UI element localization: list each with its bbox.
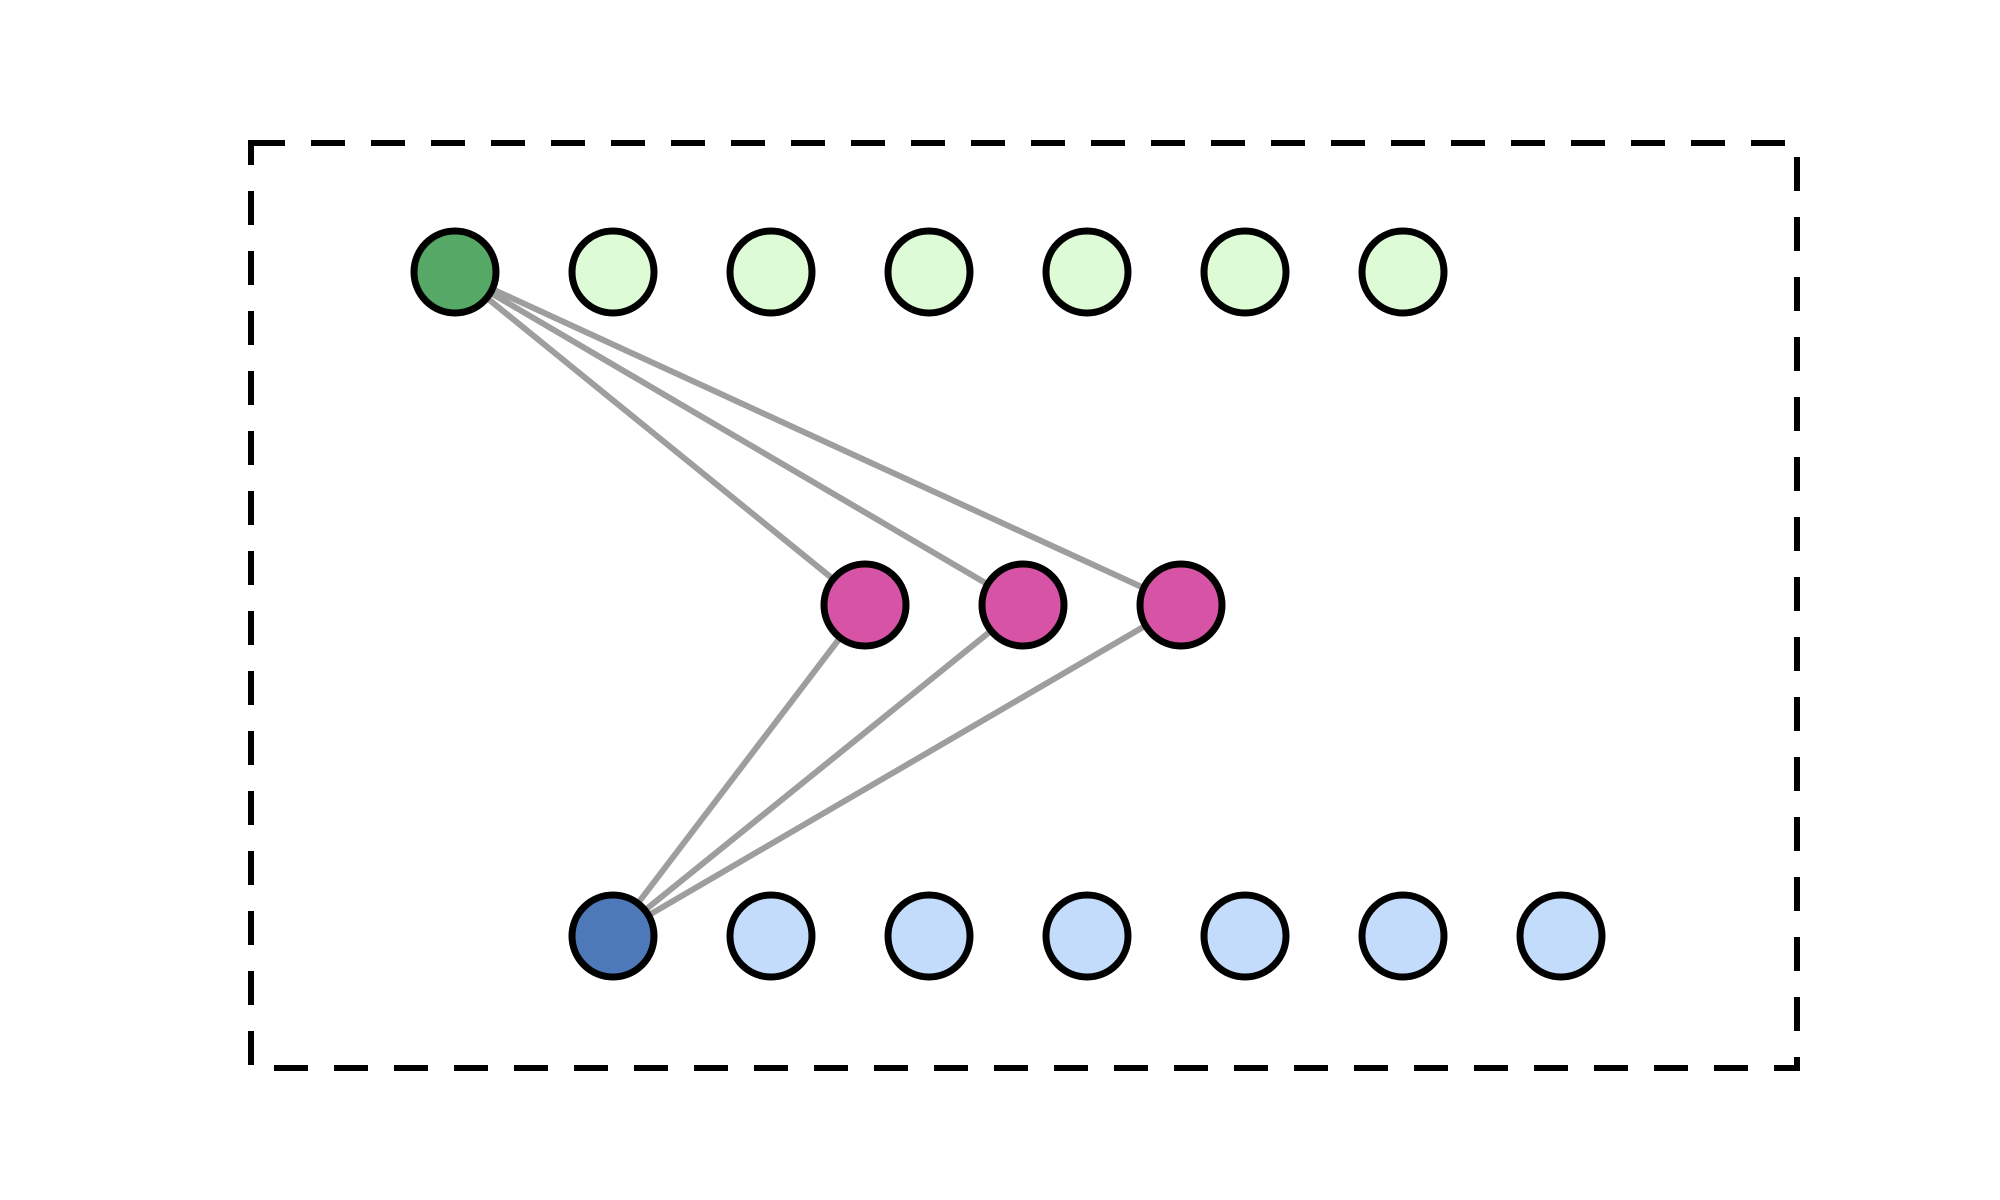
graph-boundary-rect (248, 140, 1800, 1071)
graph-node-b4[interactable] (1200, 891, 1290, 981)
graph-node-b5[interactable] (1358, 891, 1448, 981)
graph-node-b1[interactable] (726, 891, 816, 981)
graph-node-g4[interactable] (1042, 227, 1132, 317)
graph-edge (453, 269, 1025, 608)
graph-edge (453, 269, 867, 608)
graph-node-g6[interactable] (1358, 227, 1448, 317)
graph-edge (611, 602, 1183, 939)
graph-edge (453, 269, 1183, 608)
graph-edge (610, 603, 868, 938)
graph-node-b3[interactable] (1042, 891, 1132, 981)
graph-node-p0[interactable] (820, 560, 910, 650)
node-layer (410, 227, 1606, 981)
edge-layer (453, 269, 1183, 939)
graph-node-g5[interactable] (1200, 227, 1290, 317)
graph-node-b0[interactable] (568, 891, 658, 981)
graph-node-g1[interactable] (568, 227, 658, 317)
graph-node-p1[interactable] (978, 560, 1068, 650)
graph-node-p2[interactable] (1136, 560, 1226, 650)
graph-edge (611, 602, 1025, 939)
graph-node-g0[interactable] (410, 227, 500, 317)
graph-node-b2[interactable] (884, 891, 974, 981)
graph-node-g3[interactable] (884, 227, 974, 317)
graph-node-b6[interactable] (1516, 891, 1606, 981)
graph-node-g2[interactable] (726, 227, 816, 317)
